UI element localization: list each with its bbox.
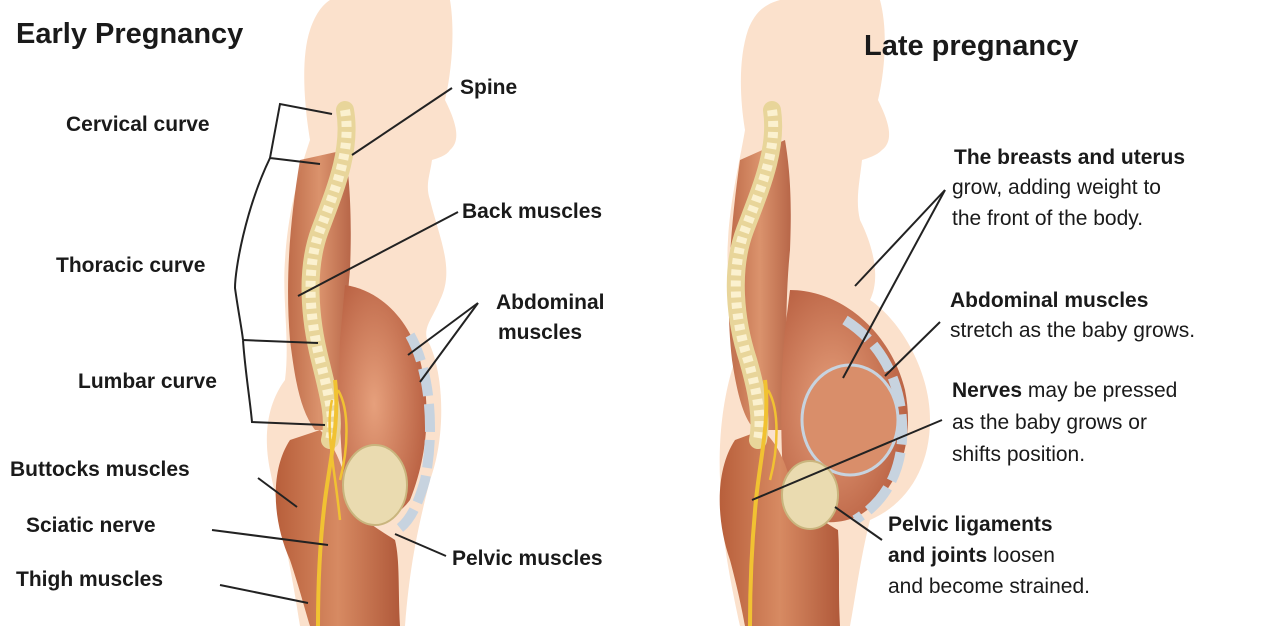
nerves-bold: Nerves — [952, 379, 1022, 402]
pelvic-muscles-label: Pelvic muscles — [452, 546, 603, 572]
pelvic-loosen-rest: loosen — [987, 544, 1055, 567]
abdominal-late-line2: stretch as the baby grows. — [950, 318, 1195, 344]
abdominal-late-title: Abdominal muscles — [950, 288, 1148, 314]
abdominal-muscles-label-line1: Abdominal — [496, 290, 605, 316]
sciatic-nerve-label: Sciatic nerve — [26, 513, 156, 539]
nerves-rest: may be pressed — [1022, 379, 1177, 402]
breasts-uterus-line3: the front of the body. — [952, 206, 1143, 232]
breasts-uterus-line2: grow, adding weight to — [952, 175, 1161, 201]
nerves-line3: shifts position. — [952, 442, 1085, 468]
pelvic-joints-bold: and joints — [888, 544, 987, 567]
buttocks-muscles-label: Buttocks muscles — [10, 457, 190, 483]
late-pelvis — [782, 461, 838, 529]
early-pelvis — [343, 445, 407, 525]
spine-label: Spine — [460, 75, 517, 101]
cervical-curve-label: Cervical curve — [66, 112, 210, 138]
pelvic-ligaments-line2: and joints loosen — [888, 543, 1055, 569]
nerves-line1: Nerves may be pressed — [952, 378, 1177, 404]
lumbar-curve-label: Lumbar curve — [78, 369, 217, 395]
breasts-uterus-title: The breasts and uterus — [954, 145, 1185, 171]
thoracic-bracket — [235, 158, 270, 340]
early-figure — [267, 0, 456, 626]
late-pregnancy-title: Late pregnancy — [864, 30, 1078, 63]
back-muscles-label: Back muscles — [462, 199, 602, 225]
early-pregnancy-title: Early Pregnancy — [16, 18, 243, 51]
thoracic-curve-label: Thoracic curve — [56, 253, 205, 279]
pelvic-ligaments-line1: Pelvic ligaments — [888, 512, 1053, 538]
abdominal-muscles-label-line2: muscles — [498, 320, 582, 346]
nerves-line2: as the baby grows or — [952, 410, 1147, 436]
pelvic-ligaments-line3: and become strained. — [888, 574, 1090, 600]
thigh-muscles-label: Thigh muscles — [16, 567, 163, 593]
